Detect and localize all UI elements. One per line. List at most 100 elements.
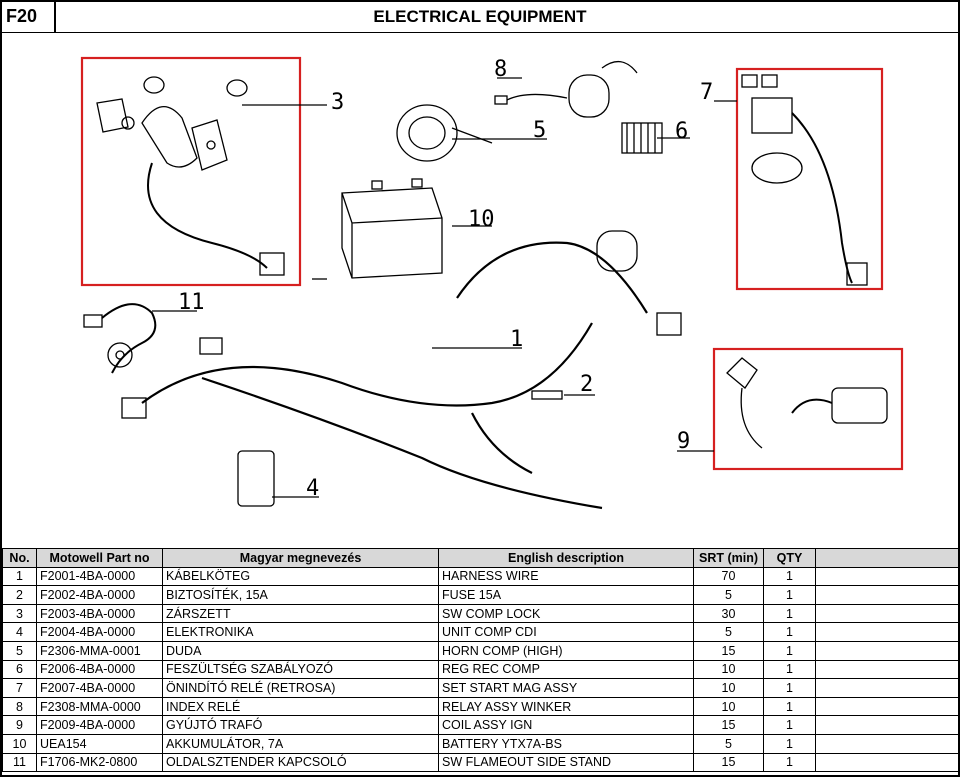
cell-srt: 10 bbox=[693, 659, 764, 680]
cell-blank bbox=[815, 678, 959, 698]
cell-blank bbox=[815, 752, 959, 773]
cell-blank bbox=[815, 585, 959, 605]
cell-srt: 5 bbox=[693, 585, 764, 605]
cell-english: SET START MAG ASSY bbox=[438, 678, 694, 698]
col-header-srt: SRT (min) bbox=[693, 548, 764, 568]
cell-qty: 1 bbox=[763, 733, 816, 754]
cell-no: 11 bbox=[2, 752, 37, 773]
header-divider bbox=[54, 2, 56, 32]
cdi-part bbox=[237, 450, 275, 507]
group-box-9 bbox=[712, 347, 904, 471]
cell-english: COIL ASSY IGN bbox=[438, 715, 694, 735]
col-header-english: English description bbox=[438, 548, 694, 568]
cell-blank bbox=[815, 640, 959, 661]
cell-no: 7 bbox=[2, 678, 37, 698]
lock-set-part bbox=[96, 76, 285, 276]
section-code: F20 bbox=[6, 6, 38, 26]
cell-part-no: F2003-4BA-0000 bbox=[36, 603, 163, 624]
exploded-diagram: 3 8 5 6 7 10 11 1 2 4 9 bbox=[80, 56, 904, 510]
ignition-coil-part bbox=[726, 357, 888, 449]
page-header: F20 ELECTRICAL EQUIPMENT bbox=[2, 2, 958, 33]
cell-hungarian: OLDALSZTENDER KAPCSOLÓ bbox=[162, 752, 439, 773]
cell-qty: 1 bbox=[763, 585, 816, 605]
callout-2: 2 bbox=[580, 372, 593, 397]
battery-part bbox=[341, 178, 443, 279]
cell-no: 1 bbox=[2, 566, 37, 587]
cell-no: 3 bbox=[2, 603, 37, 624]
cell-hungarian: INDEX RELÉ bbox=[162, 696, 439, 717]
callout-4: 4 bbox=[306, 476, 319, 501]
cell-qty: 1 bbox=[763, 715, 816, 735]
cell-english: FUSE 15A bbox=[438, 585, 694, 605]
cell-srt: 5 bbox=[693, 733, 764, 754]
cell-srt: 5 bbox=[693, 622, 764, 642]
cell-qty: 1 bbox=[763, 659, 816, 680]
side-stand-switch-part bbox=[83, 303, 157, 374]
callout-9: 9 bbox=[677, 429, 690, 454]
col-header-hungarian: Magyar megnevezés bbox=[162, 548, 439, 568]
cell-part-no: UEA154 bbox=[36, 733, 163, 754]
cell-part-no: F2007-4BA-0000 bbox=[36, 678, 163, 698]
cell-english: HARNESS WIRE bbox=[438, 566, 694, 587]
cell-part-no: F2001-4BA-0000 bbox=[36, 566, 163, 587]
cell-blank bbox=[815, 603, 959, 624]
cell-english: SW FLAMEOUT SIDE STAND bbox=[438, 752, 694, 773]
winker-relay-part bbox=[494, 61, 638, 118]
cell-blank bbox=[815, 715, 959, 735]
cell-srt: 15 bbox=[693, 752, 764, 773]
cell-english: SW COMP LOCK bbox=[438, 603, 694, 624]
cell-blank bbox=[815, 733, 959, 754]
cell-hungarian: GYÚJTÓ TRAFÓ bbox=[162, 715, 439, 735]
cell-qty: 1 bbox=[763, 678, 816, 698]
callout-8: 8 bbox=[494, 57, 507, 82]
cell-blank bbox=[815, 566, 959, 587]
callout-leaders bbox=[152, 77, 737, 498]
cell-srt: 30 bbox=[693, 603, 764, 624]
horn-part bbox=[396, 104, 493, 162]
col-header-blank bbox=[815, 548, 959, 568]
cell-hungarian: ZÁRSZETT bbox=[162, 603, 439, 624]
callout-6: 6 bbox=[675, 119, 688, 144]
callout-3: 3 bbox=[331, 90, 344, 115]
regulator-part bbox=[621, 122, 663, 154]
cell-blank bbox=[815, 622, 959, 642]
page-title: ELECTRICAL EQUIPMENT bbox=[373, 7, 587, 26]
group-box-3 bbox=[80, 56, 302, 287]
col-header-qty: QTY bbox=[763, 548, 816, 568]
cell-qty: 1 bbox=[763, 640, 816, 661]
table-header-row: No. Motowell Part no Magyar megnevezés E… bbox=[2, 548, 959, 568]
cell-no: 10 bbox=[2, 733, 37, 754]
cell-qty: 1 bbox=[763, 752, 816, 773]
cell-hungarian: DUDA bbox=[162, 640, 439, 661]
cell-no: 9 bbox=[2, 715, 37, 735]
cell-qty: 1 bbox=[763, 566, 816, 587]
cell-english: RELAY ASSY WINKER bbox=[438, 696, 694, 717]
cell-english: UNIT COMP CDI bbox=[438, 622, 694, 642]
starter-relay-part bbox=[741, 74, 868, 286]
cell-srt: 10 bbox=[693, 696, 764, 717]
cell-hungarian: FESZÜLTSÉG SZABÁLYOZÓ bbox=[162, 659, 439, 680]
cell-hungarian: KÁBELKÖTEG bbox=[162, 566, 439, 587]
cell-hungarian: ELEKTRONIKA bbox=[162, 622, 439, 642]
cell-no: 8 bbox=[2, 696, 37, 717]
cell-blank bbox=[815, 659, 959, 680]
cell-part-no: F1706-MK2-0800 bbox=[36, 752, 163, 773]
cell-srt: 15 bbox=[693, 715, 764, 735]
cell-english: HORN COMP (HIGH) bbox=[438, 640, 694, 661]
cell-srt: 70 bbox=[693, 566, 764, 587]
col-header-no: No. bbox=[2, 548, 37, 568]
cell-no: 2 bbox=[2, 585, 37, 605]
cell-english: BATTERY YTX7A-BS bbox=[438, 733, 694, 754]
harness-part bbox=[121, 230, 682, 510]
parts-table: No. Motowell Part no Magyar megnevezés E… bbox=[2, 548, 959, 773]
